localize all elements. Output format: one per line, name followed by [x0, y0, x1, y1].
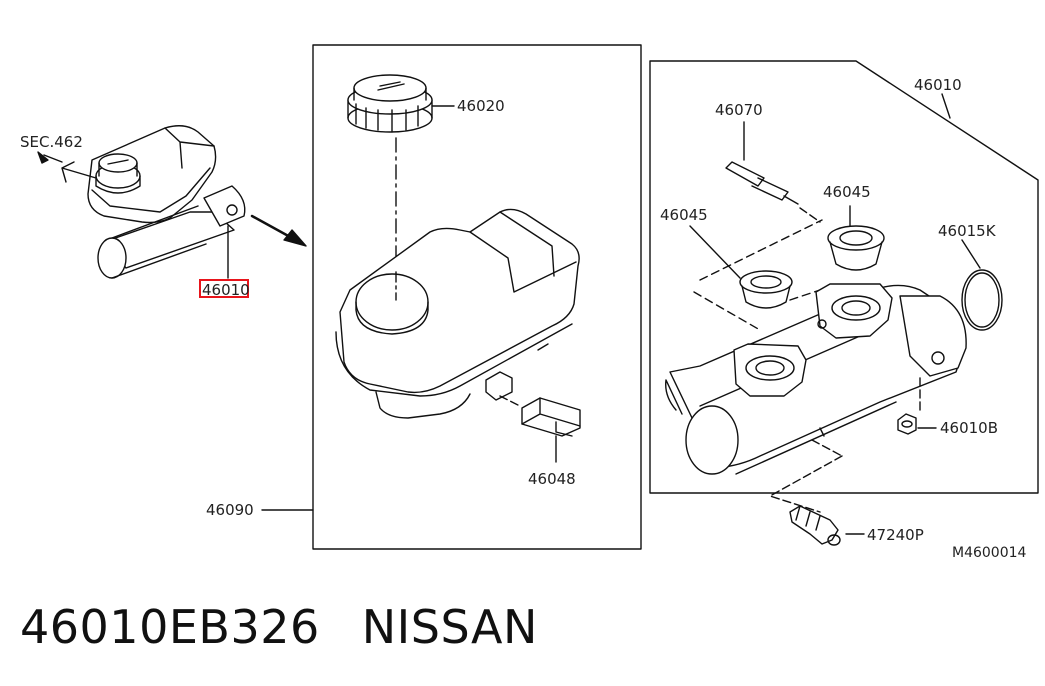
label-reservoir[interactable]: 46090: [206, 501, 254, 519]
label-nut[interactable]: 46010B: [940, 419, 998, 437]
direction-arrow: [250, 214, 307, 247]
label-sensor[interactable]: 46048: [528, 470, 576, 488]
nut[interactable]: [897, 377, 937, 435]
cylinder-panel-frame: [649, 60, 1039, 494]
seal-left[interactable]: [689, 225, 793, 309]
caption-brand: NISSAN: [361, 600, 538, 654]
level-sensor[interactable]: [499, 395, 581, 463]
reservoir-cap[interactable]: [347, 74, 455, 133]
label-body[interactable]: 46010: [914, 76, 962, 94]
label-overview-part[interactable]: 46010: [202, 281, 250, 299]
caption: 46010EB326 NISSAN: [20, 600, 538, 654]
stopper-pin[interactable]: [725, 121, 821, 223]
label-pin[interactable]: 46070: [715, 101, 763, 119]
parts-diagram: SEC.462 46010 46020 46090 46048 46010 46…: [20, 44, 1039, 561]
overview-assembly[interactable]: [37, 125, 246, 279]
label-seal-right[interactable]: 46045: [823, 183, 871, 201]
cylinder-body[interactable]: [665, 283, 967, 475]
label-cap[interactable]: 46020: [457, 97, 505, 115]
seal-right[interactable]: [827, 205, 885, 271]
o-ring[interactable]: [961, 239, 1003, 331]
label-sec-462[interactable]: SEC.462: [20, 133, 83, 151]
label-seal-left[interactable]: 46045: [660, 206, 708, 224]
reservoir-panel-frame: [312, 44, 642, 550]
label-ref: M4600014: [952, 545, 1027, 561]
label-valve[interactable]: 47240P: [867, 526, 924, 544]
caption-part-number: 46010EB326: [20, 600, 320, 654]
label-oring[interactable]: 46015K: [938, 222, 997, 240]
bleeder-valve[interactable]: [769, 439, 865, 546]
reservoir-tank[interactable]: [335, 208, 580, 419]
highlight-box: [199, 279, 249, 298]
